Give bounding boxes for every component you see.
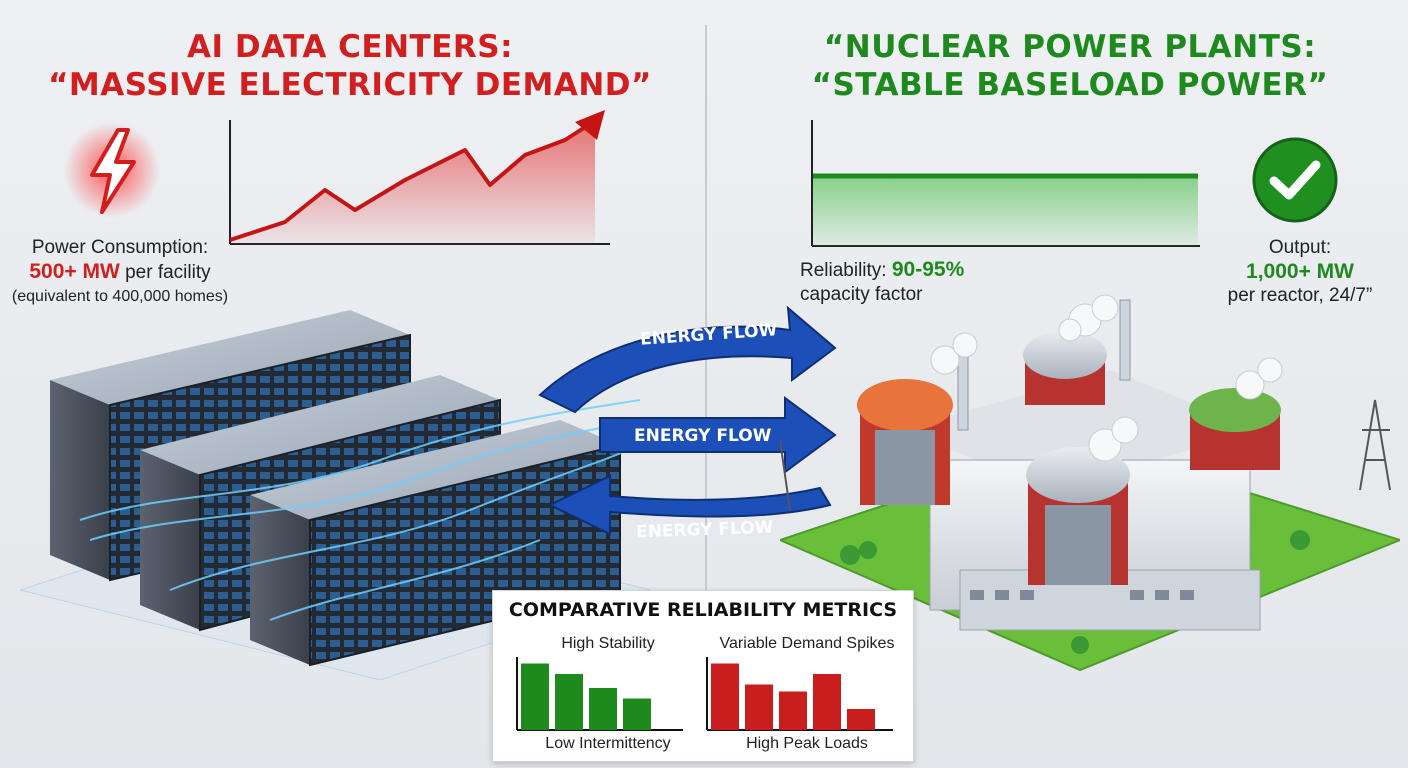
output-note: per reactor, 24/7”: [1227, 285, 1373, 306]
power-consumption-stat: Power Consumption: 500+ MW per facility …: [0, 236, 240, 309]
baseload-chart: [811, 120, 1200, 247]
stability-bar-3: [589, 688, 617, 730]
metrics-left-bottom: Low Intermittency: [545, 735, 671, 752]
flow-label-2: ENERGY FLOW: [634, 426, 772, 446]
stability-bar-1: [521, 663, 549, 730]
stability-bar-4: [623, 698, 651, 730]
flow-arrow-3: [547, 474, 832, 536]
metrics-right-bottom: High Peak Loads: [746, 735, 868, 752]
output-stat: Output: 1,000+ MW per reactor, 24/7”: [1205, 236, 1395, 308]
metrics-title: COMPARATIVE RELIABILITY METRICS: [508, 599, 898, 621]
energy-flow-arrows: [538, 305, 837, 536]
reliability-note: capacity factor: [800, 284, 923, 305]
reliability-stat: Reliability: 90-95% capacity factor: [800, 258, 1020, 307]
right-title-line1: “NUCLEAR POWER PLANTS:: [823, 29, 1317, 65]
left-title-line1: AI DATA CENTERS:: [187, 29, 513, 65]
output-label: Output:: [1268, 237, 1332, 258]
reactor-orange: [857, 379, 953, 505]
power-pylon: [780, 399, 1391, 511]
stat-note: (equivalent to 400,000 homes): [11, 288, 229, 305]
metrics-mini-charts: [516, 657, 893, 731]
demand-line: [229, 122, 592, 242]
demand-bar-4: [813, 674, 841, 730]
reliability-label: Reliability:: [800, 260, 887, 281]
reactor-green: [1189, 388, 1281, 470]
metrics-right-top: Variable Demand Spikes: [719, 635, 895, 652]
left-title: AI DATA CENTERS: “MASSIVE ELECTRICITY DE…: [40, 28, 660, 104]
demand-trend-chart: [229, 110, 610, 245]
reliability-value: 90-95%: [891, 258, 965, 281]
center-divider: [705, 25, 707, 760]
stat-unit: per facility: [125, 262, 211, 283]
reactor-front: [1026, 447, 1130, 585]
checkmark-icon: [1252, 137, 1338, 223]
reactor-top: [1023, 331, 1107, 405]
nuclear-plant-illustration: [780, 294, 1400, 672]
data-center-illustration: [20, 310, 650, 680]
metrics-panel: COMPARATIVE RELIABILITY METRICS High Sta…: [492, 590, 914, 762]
stat-label: Power Consumption:: [31, 237, 209, 258]
demand-bar-5: [847, 709, 875, 730]
demand-bar-1: [711, 663, 739, 730]
stat-value: 500+ MW: [29, 260, 120, 283]
left-title-line2: “MASSIVE ELECTRICITY DEMAND”: [48, 67, 652, 103]
demand-bar-2: [745, 684, 773, 730]
lightning-bolt-icon: [64, 122, 160, 218]
stability-bar-2: [555, 674, 583, 730]
output-value: 1,000+ MW: [1246, 260, 1354, 283]
metrics-left-top: High Stability: [561, 635, 655, 652]
flow-arrow-2: [599, 396, 837, 474]
right-title-line2: “STABLE BASELOAD POWER”: [811, 67, 1329, 103]
demand-bar-3: [779, 691, 807, 730]
demand-arrow-head: [575, 110, 605, 140]
right-title: “NUCLEAR POWER PLANTS: “STABLE BASELOAD …: [760, 28, 1380, 104]
flow-arrow-1: [538, 305, 837, 414]
